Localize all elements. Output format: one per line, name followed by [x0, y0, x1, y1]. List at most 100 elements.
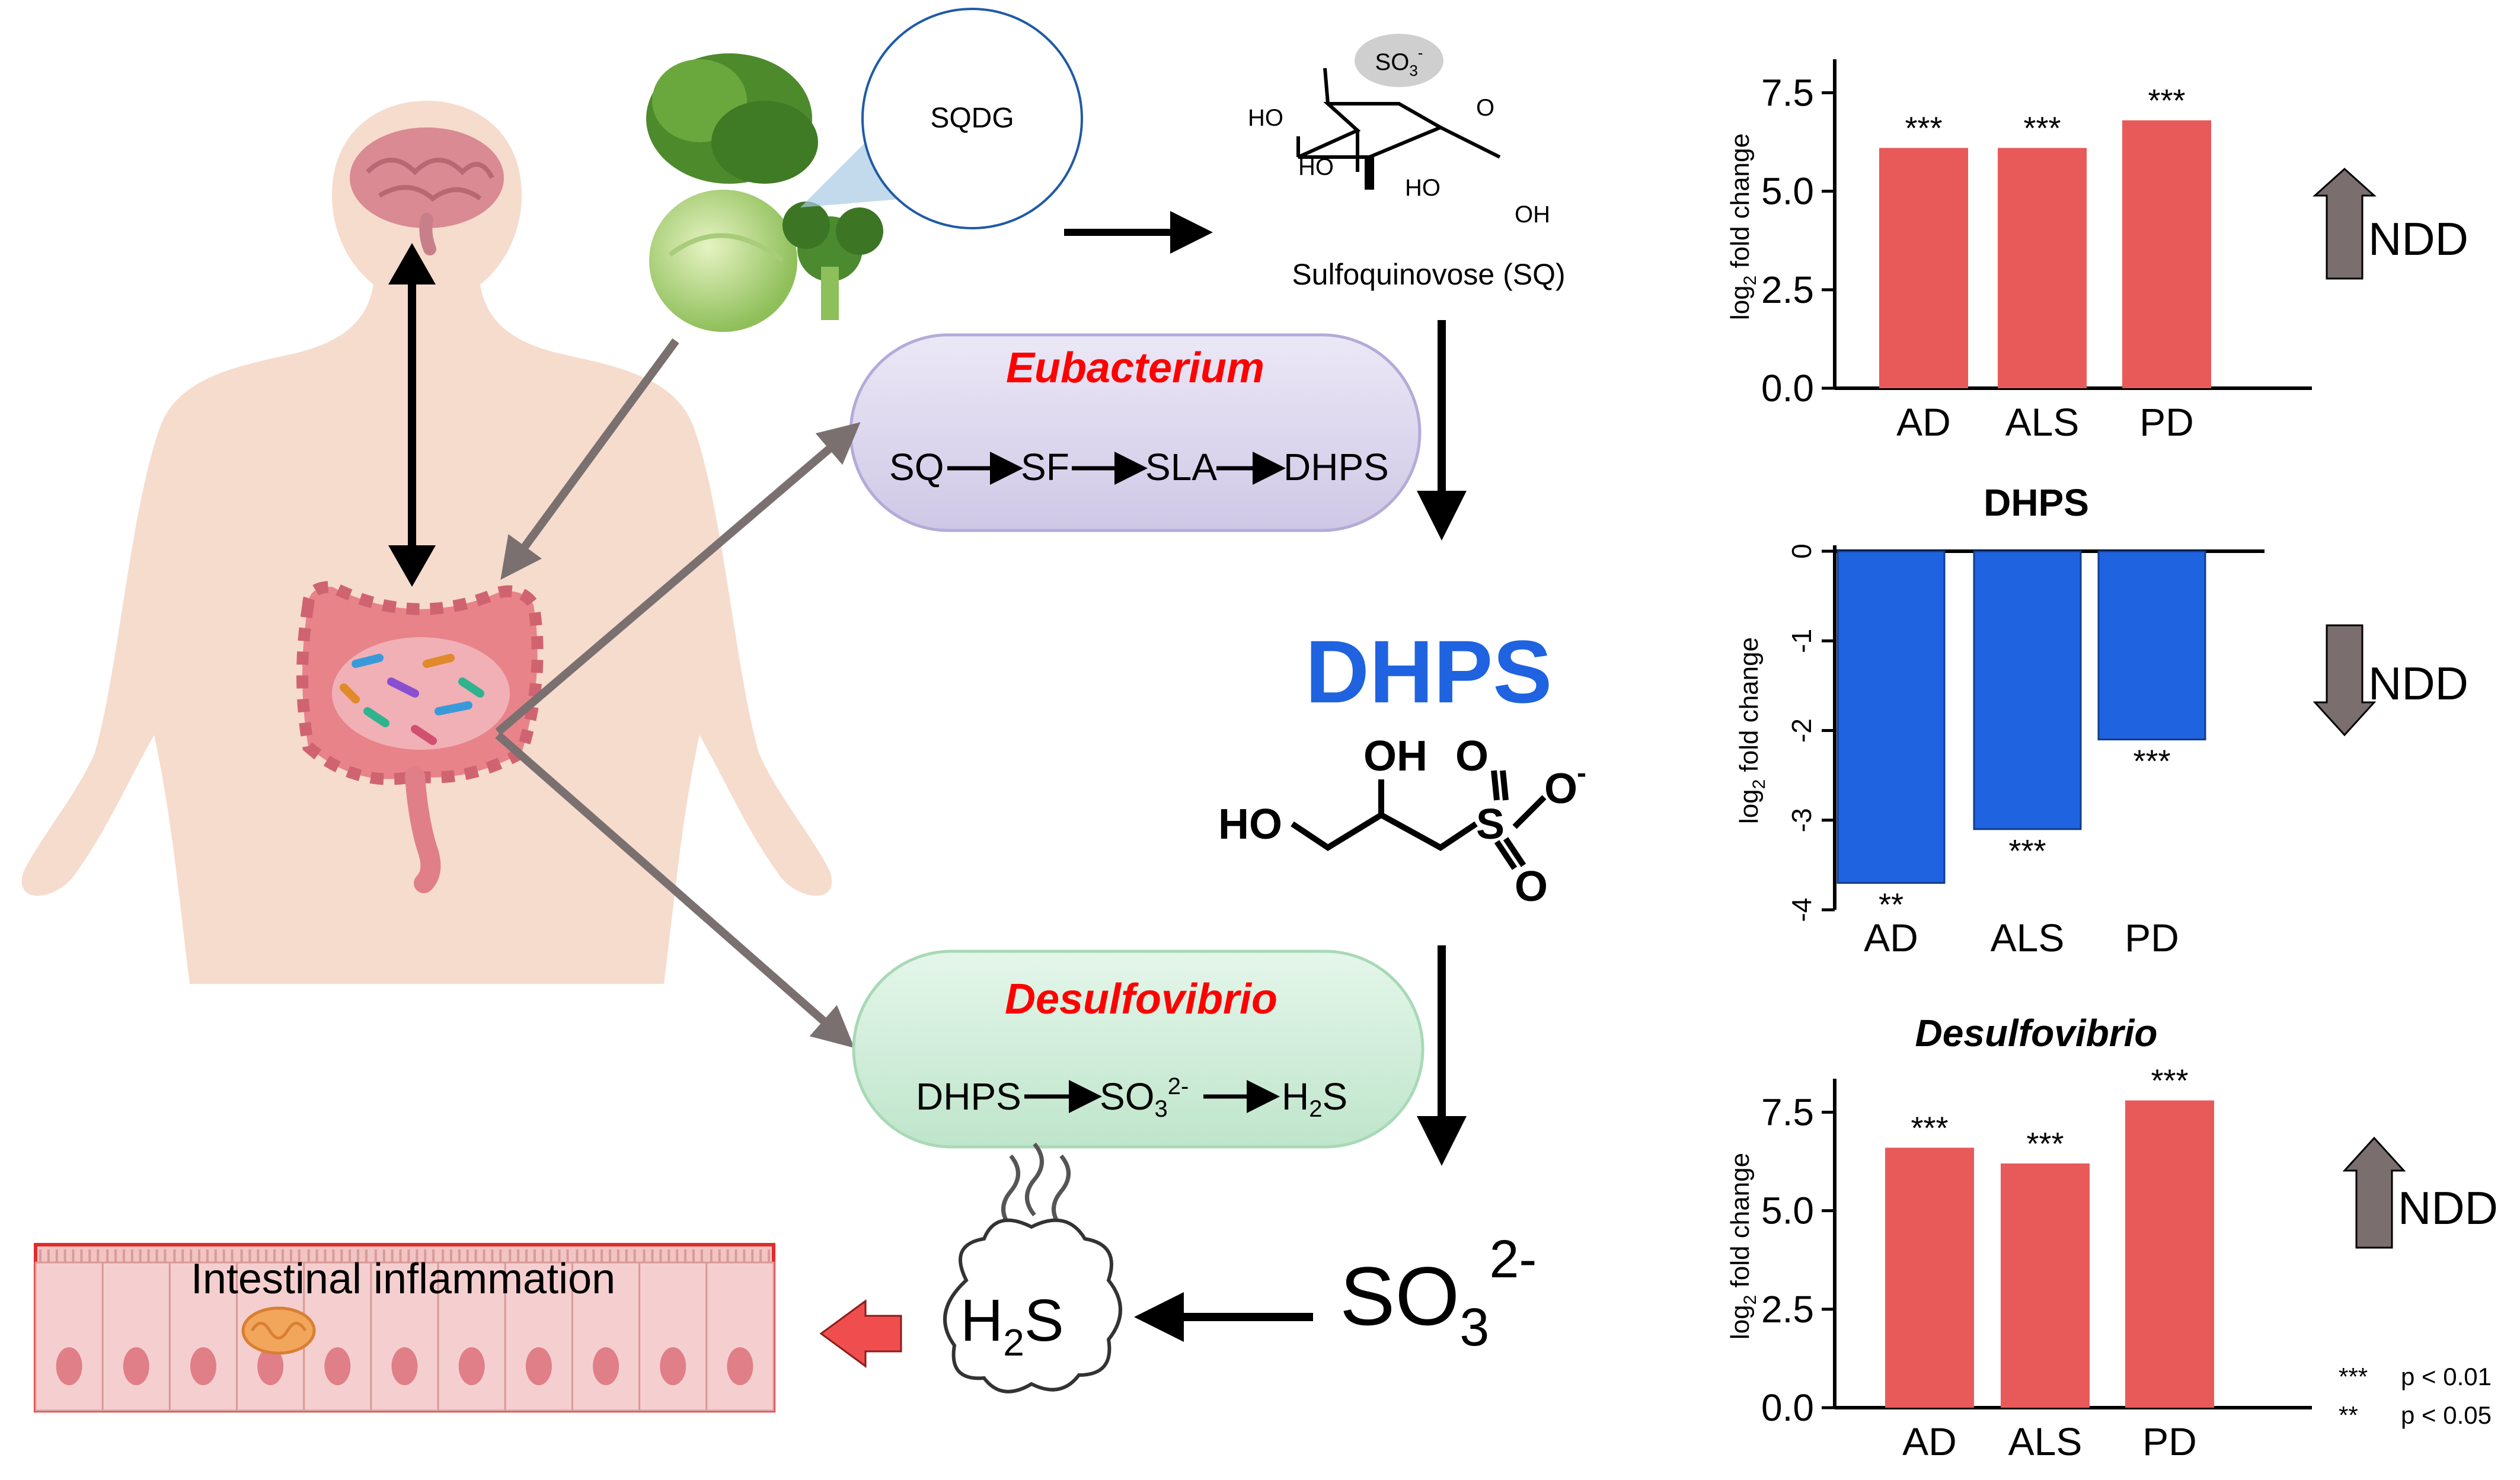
- bar-ad: [1885, 1147, 1974, 1408]
- brain-gut-axis-arrow: [388, 243, 436, 587]
- vegetables-icon: [646, 53, 883, 332]
- arrow-veg-to-gut: [500, 338, 679, 580]
- so3-group-bubble: [1355, 34, 1443, 87]
- pathway1-step-1: SF: [1021, 446, 1069, 488]
- y-axis-label: log2 fold change: [1726, 133, 1760, 320]
- y-tick-label: -1: [1786, 629, 1817, 653]
- arrow-h2s-to-inflammation: [819, 1299, 902, 1368]
- inflammation-label: Intestinal inflammation: [191, 1255, 615, 1303]
- cell-nucleus: [324, 1347, 351, 1385]
- cell-nucleus: [257, 1347, 284, 1385]
- legend-stars-1: ***: [2339, 1363, 2368, 1391]
- sq-ho-3: HO: [1405, 175, 1441, 201]
- cell-nucleus: [123, 1347, 149, 1385]
- cell-nucleus: [391, 1347, 418, 1385]
- y-tick-label: 0: [1786, 544, 1817, 559]
- sqdg-callout: [800, 8, 1083, 229]
- significance-label: ***: [2023, 111, 2061, 146]
- significance-label: ***: [1905, 111, 1942, 146]
- sq-ho-2: HO: [1298, 154, 1334, 180]
- y-tick-label: -2: [1786, 718, 1817, 743]
- category-label: ALS: [2005, 400, 2080, 444]
- y-tick-label: 7.5: [1761, 1091, 1814, 1134]
- significance-label: ***: [2026, 1126, 2064, 1162]
- ndd-label-3: NDD: [2398, 1182, 2498, 1234]
- ndd-label-1: NDD: [2368, 213, 2468, 265]
- pathway1-step-0: SQ: [889, 446, 944, 488]
- y-axis-label: log2 fold change: [1726, 1153, 1760, 1340]
- pathway2-step-0: DHPS: [916, 1075, 1021, 1118]
- legend-text-1: p < 0.01: [2401, 1363, 2492, 1391]
- epithelial-cell: [705, 1261, 775, 1412]
- sq-atom-labels: HO HO HO OH O: [1248, 95, 1550, 228]
- eubacterium-pathway: SQ SF SLA DHPS: [889, 446, 1389, 488]
- significance-label: ***: [2151, 1063, 2188, 1099]
- significance-label: **: [1879, 887, 1903, 923]
- bar-pd: [2125, 1100, 2214, 1408]
- dhps-atom-labels: HO OH S O O O -: [1218, 733, 1586, 910]
- legend-text-2: p < 0.05: [2401, 1401, 2492, 1429]
- h2s-cloud-icon: [943, 1142, 1122, 1393]
- sq-ho-1: HO: [1248, 105, 1283, 131]
- significance-label: ***: [2133, 744, 2170, 779]
- dhps-s: S: [1476, 801, 1505, 848]
- cell-nucleus: [660, 1347, 686, 1385]
- brain-icon: [350, 127, 504, 255]
- y-tick-label: -3: [1786, 808, 1817, 832]
- y-tick-label: 5.0: [1761, 1190, 1814, 1232]
- category-label: AD: [1896, 400, 1951, 444]
- y-tick-label: 2.5: [1761, 268, 1814, 311]
- category-label: ALS: [2008, 1420, 2083, 1463]
- bar-als: [1998, 148, 2087, 388]
- y-tick-label: 2.5: [1761, 1288, 1814, 1331]
- svg-text:-: -: [1577, 757, 1586, 789]
- desulfovibrio-pill: [852, 950, 1425, 1149]
- category-label: AD: [1864, 916, 1918, 960]
- bar-als: [1973, 550, 2082, 830]
- sqdg-label: SQDG: [930, 103, 1014, 134]
- so3-group-label: SO3-: [1375, 44, 1423, 79]
- epithelial-cell: [638, 1261, 708, 1412]
- y-tick-label: 0.0: [1761, 367, 1814, 410]
- y-tick-label: 5.0: [1761, 170, 1814, 213]
- legend-stars-2: **: [2339, 1401, 2358, 1429]
- dhps-o-bottom: O: [1515, 863, 1548, 910]
- y-tick-label: 7.5: [1761, 72, 1814, 114]
- dhps-structure: [1291, 770, 1547, 870]
- gray-arrows: [495, 338, 861, 1049]
- desulfovibrio-label: Desulfovibrio: [1005, 976, 1277, 1023]
- sq-name: Sulfoquinovose (SQ): [1292, 258, 1565, 291]
- category-label: AD: [1902, 1420, 1957, 1463]
- mitochondrion-icon: [241, 1306, 316, 1355]
- eubacterium-label: Eubacterium: [1006, 344, 1264, 392]
- y-tick-label: -4: [1786, 898, 1817, 922]
- ndd-up-arrow-1: [2313, 167, 2377, 280]
- dhps-ho: HO: [1218, 801, 1282, 848]
- bar-ad: [1836, 550, 1946, 884]
- pathway1-step-2: SLA: [1145, 446, 1217, 488]
- human-body-illustration: [21, 101, 832, 984]
- y-axis-label: log2 fold change: [1735, 637, 1769, 824]
- dhps-o-top: O: [1455, 733, 1489, 780]
- epithelial-cell: [437, 1261, 506, 1412]
- dhps-title: DHPS: [1305, 622, 1553, 721]
- bar-als: [2001, 1163, 2090, 1408]
- pathway2-step-1: SO32-: [1100, 1073, 1189, 1122]
- chart-title: DHPS: [1984, 481, 2089, 524]
- cell-nucleus: [727, 1347, 753, 1385]
- sulfite-label: SO32-: [1340, 1230, 1537, 1357]
- bar-pd: [2097, 550, 2206, 741]
- chart-title: Desulfovibrio: [1915, 1012, 2158, 1054]
- sq-ring-o: O: [1476, 95, 1494, 121]
- cell-nucleus: [458, 1347, 485, 1385]
- category-label: PD: [2142, 1420, 2197, 1463]
- dhps-oh: OH: [1363, 733, 1427, 780]
- category-label: PD: [2125, 916, 2179, 960]
- dhps-o-right: O: [1544, 765, 1577, 813]
- significance-legend: *** p < 0.01 ** p < 0.05: [2339, 1363, 2492, 1429]
- h2s-label: H2S: [960, 1287, 1064, 1364]
